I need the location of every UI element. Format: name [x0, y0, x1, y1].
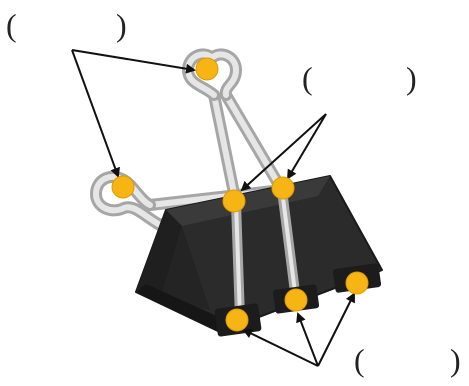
arrow-a-to-right-loop	[72, 50, 194, 70]
blank-a-open-paren: (	[6, 9, 17, 41]
arrow-b-to-right-pivot	[288, 114, 326, 178]
dot-right-handle-loop	[196, 58, 218, 80]
dot-tooth-2	[285, 289, 307, 311]
blank-b-open-paren: (	[302, 62, 313, 94]
arrows-group-a	[72, 50, 194, 176]
dot-left-handle-loop	[112, 176, 134, 198]
blank-c-open-paren: (	[354, 344, 365, 376]
arrow-c-to-tooth-3	[318, 294, 354, 366]
arrow-a-to-left-loop	[72, 50, 118, 176]
dot-left-pivot	[223, 190, 245, 212]
blank-a-close-paren: )	[116, 9, 127, 41]
dot-right-pivot	[272, 177, 294, 199]
dot-tooth-1	[226, 309, 248, 331]
dot-tooth-3	[346, 272, 368, 294]
blank-b-close-paren: )	[406, 62, 417, 94]
blank-c-close-paren: )	[450, 344, 461, 376]
